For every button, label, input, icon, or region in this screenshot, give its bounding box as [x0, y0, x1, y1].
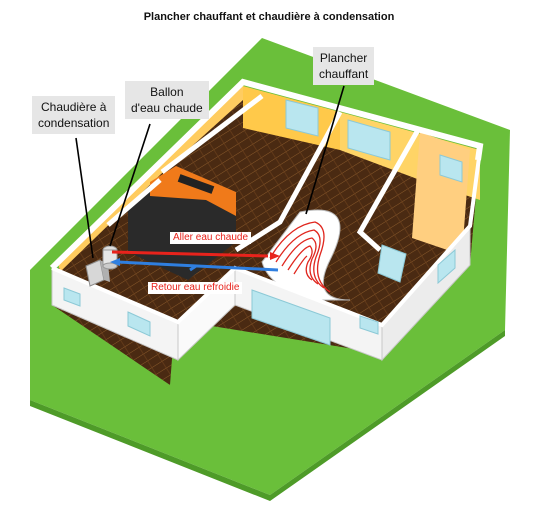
tank-pointer [109, 123, 151, 247]
window [377, 244, 407, 283]
window [251, 289, 331, 346]
supply-pipe-arrow [111, 250, 280, 260]
floor-callout: Plancher chauffant [313, 47, 375, 85]
boiler-pointer [75, 137, 94, 259]
partition-1 [160, 94, 264, 174]
diagram-title: Plancher chauffant et chaudière à conden… [143, 11, 395, 23]
windows [63, 99, 463, 346]
tank-callout-line-1: Ballon [150, 85, 184, 99]
tank-callout-line-2: d'eau chaude [131, 101, 203, 115]
tank-room-wall [150, 166, 236, 216]
window [127, 311, 151, 337]
boiler-callout-line-1: Chaudière à [41, 100, 107, 114]
boiler-callout-line-2: condensation [38, 116, 110, 130]
window [63, 287, 81, 307]
front-wall-tops [51, 149, 482, 328]
window [439, 154, 463, 183]
back-wall-left [58, 86, 243, 272]
tank-room-vent [177, 174, 215, 194]
window [347, 119, 391, 161]
return-pipe-arrow [110, 258, 279, 272]
window [437, 248, 456, 285]
return-label: Retour eau refroidie [148, 282, 243, 294]
floor-callout-line-1: Plancher [319, 51, 368, 65]
window [285, 99, 319, 137]
heating-pipe-coil [269, 221, 331, 293]
window [359, 315, 379, 335]
floor-callout-line-2: chauffant [319, 67, 369, 81]
partition-4 [106, 178, 162, 227]
hot-water-tank [102, 245, 118, 270]
tank-callout: Ballon d'eau chaude [125, 81, 209, 119]
boiler-callout: Chaudière à condensation [32, 96, 116, 134]
floor-pointer [305, 85, 345, 215]
supply-label: Aller eau chaude [170, 232, 252, 244]
partition-3 [356, 128, 421, 252]
